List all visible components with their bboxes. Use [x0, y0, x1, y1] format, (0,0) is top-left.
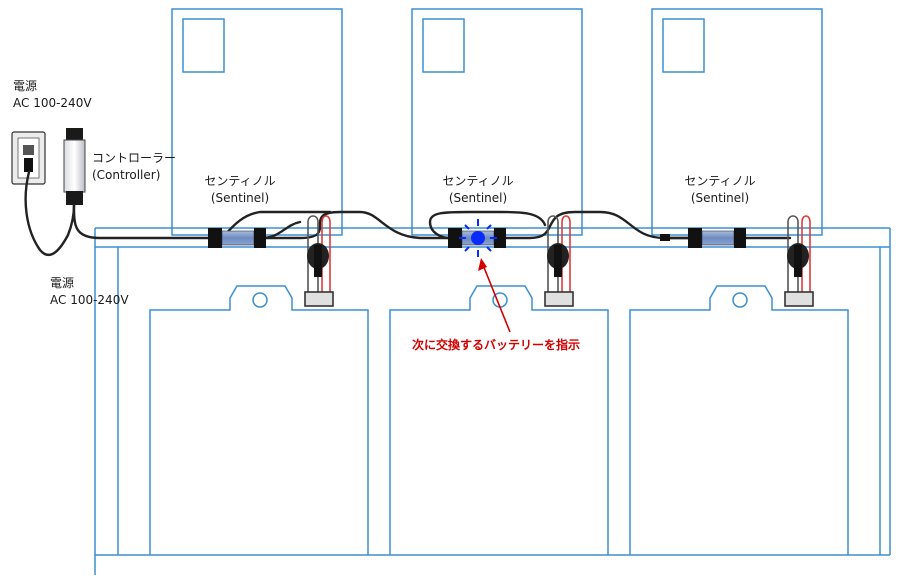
sentinel-sensor-1 [208, 228, 266, 248]
indicator-light-icon [459, 219, 497, 257]
callout-arrow [478, 258, 511, 333]
lower-batteries [149, 285, 849, 555]
lower-battery-2 [389, 285, 609, 555]
sentinel-3-name-en: (Sentinel) [690, 191, 750, 205]
sentinel-3-name: センティノル [684, 174, 756, 188]
lower-battery-3 [629, 285, 849, 555]
power-bottom-spec: AC 100-240V [50, 293, 129, 307]
sentinel-2-name: センティノル [442, 174, 514, 188]
sentinel-1-name: センティノル [204, 174, 276, 188]
power-top-spec: AC 100-240V [13, 96, 92, 110]
controller-unit [63, 128, 86, 205]
terminal-set-3 [784, 215, 814, 307]
terminal-set-1 [304, 215, 334, 307]
controller-label: コントローラー (Controller) [92, 150, 176, 184]
controller-name: コントローラー [92, 151, 177, 165]
cables [24, 170, 792, 257]
power-label-bottom: 電源 AC 100-240V [50, 275, 129, 309]
sentinel-label-3: センティノル (Sentinel) [684, 173, 755, 207]
power-label-top: 電源 AC 100-240V [13, 78, 92, 112]
lower-battery-1 [149, 285, 369, 555]
power-bottom-title: 電源 [50, 276, 75, 290]
sentinel-sensor-3 [660, 228, 746, 248]
controller-name-en: (Controller) [92, 168, 161, 182]
power-outlet-icon [11, 131, 46, 185]
rack-frame [94, 227, 891, 575]
power-top-title: 電源 [13, 79, 38, 93]
sentinel-2-name-en: (Sentinel) [448, 191, 508, 205]
sentinel-label-2: センティノル (Sentinel) [442, 173, 513, 207]
sentinel-1-name-en: (Sentinel) [210, 191, 270, 205]
sentinel-label-1: センティノル (Sentinel) [204, 173, 275, 207]
terminal-set-2 [544, 215, 574, 307]
battery-terminals [304, 215, 814, 307]
replace-battery-annotation: 次に交換するバッテリーを指示 [412, 338, 581, 352]
